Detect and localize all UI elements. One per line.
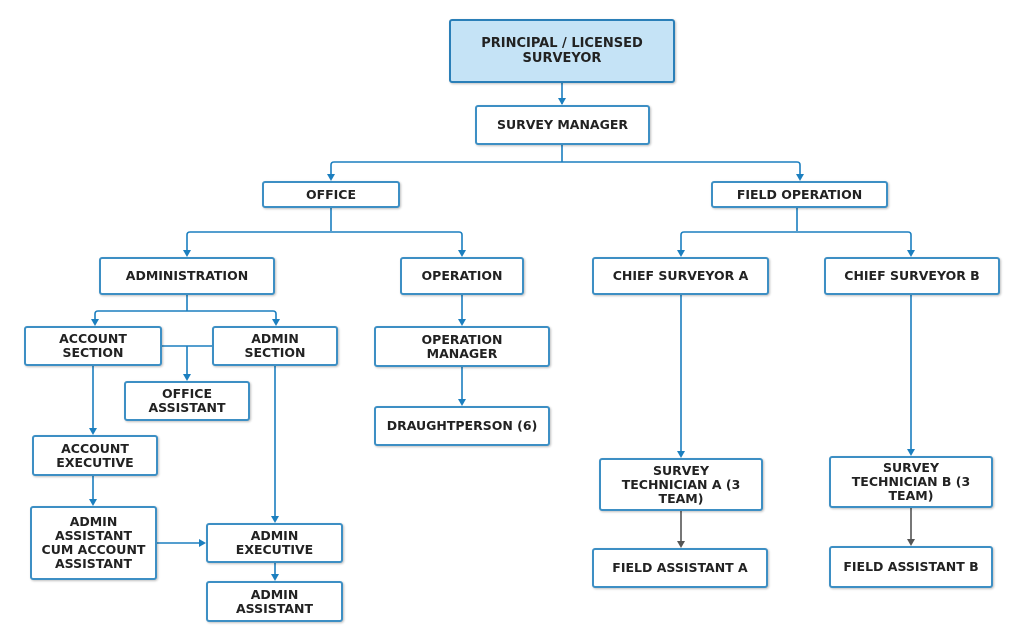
node-admin-executive: ADMIN EXECUTIVE: [206, 523, 343, 563]
node-survey-technician-a: SURVEY TECHNICIAN A (3 TEAM): [599, 458, 763, 511]
node-account-section: ACCOUNT SECTION: [24, 326, 162, 366]
node-survey-technician-b: SURVEY TECHNICIAN B (3 TEAM): [829, 456, 993, 508]
node-chief-surveyor-b: CHIEF SURVEYOR B: [824, 257, 1000, 295]
node-survey-manager: SURVEY MANAGER: [475, 105, 650, 145]
edge-survey-manager-split: [330, 145, 801, 176]
node-operation: OPERATION: [400, 257, 524, 295]
node-administration: ADMINISTRATION: [99, 257, 275, 295]
node-draughtperson: DRAUGHTPERSON (6): [374, 406, 550, 446]
node-office: OFFICE: [262, 181, 400, 208]
node-admin-assistant-cum-account-assistant: ADMIN ASSISTANT CUM ACCOUNT ASSISTANT: [30, 506, 157, 580]
node-chief-surveyor-a: CHIEF SURVEYOR A: [592, 257, 769, 295]
edge-office-split: [186, 208, 463, 252]
node-office-assistant: OFFICE ASSISTANT: [124, 381, 250, 421]
node-field-operation: FIELD OPERATION: [711, 181, 888, 208]
node-field-assistant-a: FIELD ASSISTANT A: [592, 548, 768, 588]
node-account-executive: ACCOUNT EXECUTIVE: [32, 435, 158, 476]
node-field-assistant-b: FIELD ASSISTANT B: [829, 546, 993, 588]
node-admin-assistant: ADMIN ASSISTANT: [206, 581, 343, 622]
node-principal-licensed-surveyor: PRINCIPAL / LICENSED SURVEYOR: [449, 19, 675, 83]
edge-sections-office-assistant: [162, 345, 212, 376]
node-admin-section: ADMIN SECTION: [212, 326, 338, 366]
edge-field-split: [680, 208, 912, 252]
edge-administration-split: [94, 295, 277, 321]
node-operation-manager: OPERATION MANAGER: [374, 326, 550, 367]
